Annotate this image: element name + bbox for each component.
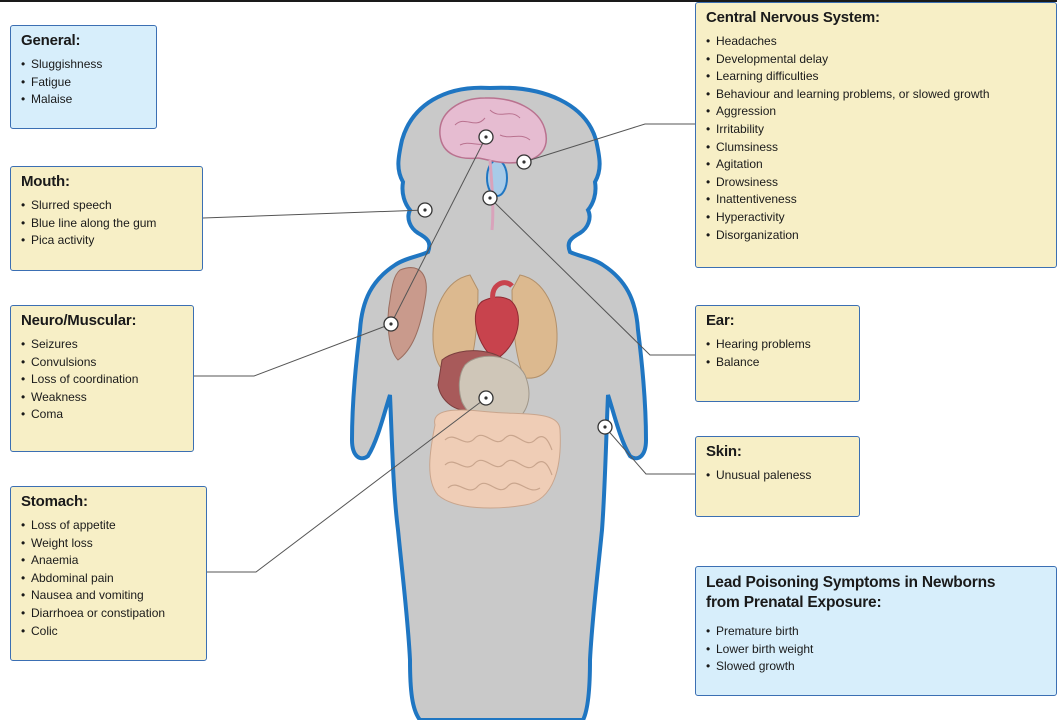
cns-item: Inattentiveness	[706, 191, 1047, 209]
mouth-list: Slurred speech Blue line along the gum P…	[21, 197, 193, 250]
skin-item: Unusual paleness	[706, 467, 850, 485]
neuro-muscular-item: Seizures	[21, 336, 184, 354]
cns-item: Hyperactivity	[706, 209, 1047, 227]
prenatal-exposure-box: Lead Poisoning Symptoms in Newborns from…	[695, 566, 1057, 696]
dot-mouth	[418, 203, 432, 217]
cns-item: Disorganization	[706, 227, 1047, 245]
stomach-item: Weight loss	[21, 535, 197, 553]
mouth-box: Mouth: Slurred speech Blue line along th…	[10, 166, 203, 271]
prenatal-title-line1: Lead Poisoning Symptoms in Newborns	[706, 574, 995, 591]
cns-item: Headaches	[706, 33, 1047, 51]
dot-ear	[483, 191, 497, 205]
neuro-muscular-item: Coma	[21, 406, 184, 424]
stomach-box: Stomach: Loss of appetite Weight loss An…	[10, 486, 207, 661]
cns-item: Irritability	[706, 121, 1047, 139]
intestines-shape	[430, 410, 561, 508]
dot-cns	[517, 155, 531, 169]
dot-stomach	[479, 391, 493, 405]
stomach-item: Colic	[21, 623, 197, 641]
general-title: General:	[21, 32, 147, 50]
general-item: Malaise	[21, 91, 147, 109]
stomach-title: Stomach:	[21, 493, 197, 511]
dot-skin	[598, 420, 612, 434]
stomach-item: Nausea and vomiting	[21, 587, 197, 605]
ear-box: Ear: Hearing problems Balance	[695, 305, 860, 402]
stomach-item: Loss of appetite	[21, 517, 197, 535]
skin-title: Skin:	[706, 443, 850, 461]
neuro-muscular-item: Convulsions	[21, 354, 184, 372]
neuro-muscular-item: Loss of coordination	[21, 371, 184, 389]
neuro-muscular-title: Neuro/Muscular:	[21, 312, 184, 330]
prenatal-item: Slowed growth	[706, 658, 1047, 676]
cns-item: Clumsiness	[706, 139, 1047, 157]
prenatal-item: Premature birth	[706, 623, 1047, 641]
ear-title: Ear:	[706, 312, 850, 330]
general-box: General: Sluggishness Fatigue Malaise	[10, 25, 157, 129]
skin-box: Skin: Unusual paleness	[695, 436, 860, 517]
central-nervous-system-box: Central Nervous System: Headaches Develo…	[695, 2, 1057, 268]
prenatal-title: Lead Poisoning Symptoms in Newborns from…	[706, 573, 1047, 613]
neuro-muscular-box: Neuro/Muscular: Seizures Convulsions Los…	[10, 305, 194, 452]
cns-item: Aggression	[706, 103, 1047, 121]
ear-item: Hearing problems	[706, 336, 850, 354]
dot-muscle	[384, 317, 398, 331]
skin-list: Unusual paleness	[706, 467, 850, 485]
mouth-item: Blue line along the gum	[21, 215, 193, 233]
cns-item: Agitation	[706, 156, 1047, 174]
stomach-item: Abdominal pain	[21, 570, 197, 588]
ear-item: Balance	[706, 354, 850, 372]
cns-item: Learning difficulties	[706, 68, 1047, 86]
cns-title: Central Nervous System:	[706, 9, 1047, 27]
cns-item: Developmental delay	[706, 51, 1047, 69]
prenatal-item: Lower birth weight	[706, 641, 1047, 659]
cns-item: Drowsiness	[706, 174, 1047, 192]
mouth-item: Pica activity	[21, 232, 193, 250]
stomach-list: Loss of appetite Weight loss Anaemia Abd…	[21, 517, 197, 640]
mouth-item: Slurred speech	[21, 197, 193, 215]
neuro-muscular-item: Weakness	[21, 389, 184, 407]
cns-list: Headaches Developmental delay Learning d…	[706, 33, 1047, 244]
dot-brain	[479, 130, 493, 144]
cns-item: Behaviour and learning problems, or slow…	[706, 86, 1047, 104]
general-item: Sluggishness	[21, 56, 147, 74]
ear-list: Hearing problems Balance	[706, 336, 850, 371]
neuro-muscular-list: Seizures Convulsions Loss of coordinatio…	[21, 336, 184, 424]
general-list: Sluggishness Fatigue Malaise	[21, 56, 147, 109]
prenatal-title-line2: from Prenatal Exposure:	[706, 594, 881, 611]
prenatal-list: Premature birth Lower birth weight Slowe…	[706, 623, 1047, 676]
stomach-item: Anaemia	[21, 552, 197, 570]
mouth-title: Mouth:	[21, 173, 193, 191]
stomach-item: Diarrhoea or constipation	[21, 605, 197, 623]
general-item: Fatigue	[21, 74, 147, 92]
